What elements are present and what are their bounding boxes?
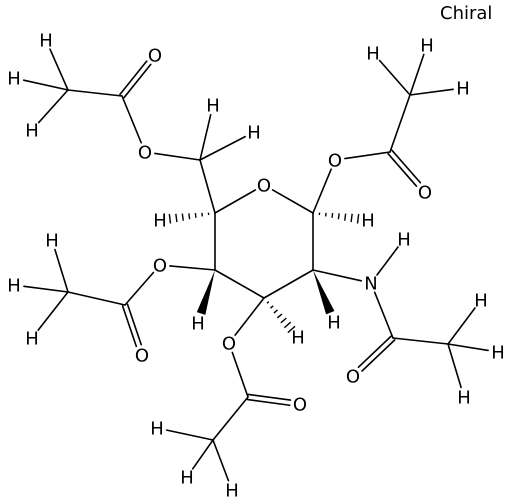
atom-label-h15: H <box>191 314 205 335</box>
bond-C3-O3 <box>234 297 265 336</box>
bond-O4-C4a <box>124 271 155 306</box>
atom-label-O4b: O <box>135 346 149 367</box>
bond-C3m-h22 <box>191 439 214 470</box>
bond-C3a-O3b-a <box>246 398 291 407</box>
bond-C3a-C3m <box>212 396 249 441</box>
atom-label-h3: H <box>25 121 39 142</box>
atom-label-O6b: O <box>148 46 162 67</box>
bond-C6-h5 <box>199 135 246 161</box>
bond-C4m-h14 <box>37 291 69 331</box>
bond-C1m-h6 <box>378 59 411 96</box>
atom-label-h2: H <box>7 69 21 90</box>
atom-label-h9: H <box>153 211 167 232</box>
bond-C6a-O6b-a <box>123 63 152 99</box>
bonds-layer <box>22 48 489 482</box>
bond-C4a-O4b-b <box>126 303 143 346</box>
atom-label-h18: H <box>474 291 488 312</box>
bond-C6a-C6m <box>67 89 123 97</box>
bond-C4m-h12 <box>54 248 69 293</box>
bond-C3-h16-hash <box>266 301 296 334</box>
bond-Ca-Cam <box>392 337 449 345</box>
bond-Ca-Oa-b <box>361 339 396 372</box>
atom-label-O1: O <box>328 151 342 172</box>
bond-N-Ca <box>373 291 394 339</box>
atom-label-h22: H <box>180 468 194 489</box>
atom-label-h13: H <box>7 276 21 297</box>
atom-label-h17: H <box>327 313 341 334</box>
atom-label-N: N <box>364 274 377 295</box>
atom-label-h8: H <box>456 79 470 100</box>
bond-C1-O1 <box>312 168 332 214</box>
bond-Or-C5 <box>214 189 257 214</box>
atom-label-O3b: O <box>293 395 307 416</box>
bond-C5-h9-hash <box>168 212 210 224</box>
atom-label-h12: H <box>45 231 59 252</box>
atom-label-O1b: O <box>418 183 432 204</box>
bond-C1m-h8 <box>409 88 454 96</box>
atom-label-h5: H <box>247 123 261 144</box>
bond-C6-h4 <box>199 113 212 161</box>
atom-label-h6: H <box>366 44 380 65</box>
atom-label-O6: O <box>138 143 152 164</box>
atom-label-Oa: O <box>346 367 360 388</box>
bond-C4a-O4b-a <box>121 305 138 348</box>
bond-C4a-C4m <box>67 291 126 306</box>
bond-C3-C2 <box>263 269 314 299</box>
bond-C6m-h3 <box>37 89 69 124</box>
bond-Cam-h20 <box>447 343 462 389</box>
bond-C4-C3 <box>214 269 265 299</box>
bond-C1a-C1m <box>389 94 411 153</box>
bond-C3m-h23 <box>212 439 230 482</box>
atom-label-h23: H <box>225 481 239 502</box>
bond-O3-C3a <box>231 351 249 398</box>
bond-Cam-h19 <box>447 343 489 352</box>
atom-label-O4: O <box>153 256 167 277</box>
bond-O1-C1a <box>344 151 391 160</box>
atom-label-h4: H <box>206 96 220 117</box>
bond-O6-C6a <box>121 95 143 144</box>
bond-C6a-O6b-b <box>119 60 148 96</box>
bond-C5-C6 <box>199 159 216 214</box>
bond-C2-N <box>312 269 363 282</box>
atom-label-h1: H <box>39 31 53 52</box>
bond-C3a-O3b-b <box>247 393 292 401</box>
atom-label-h14: H <box>25 329 39 350</box>
bond-N-h11 <box>376 246 399 276</box>
atom-label-Or: O <box>257 176 271 197</box>
atom-label-h10: H <box>361 211 375 232</box>
bond-C6m-h2 <box>22 79 69 91</box>
bond-C1-Or <box>271 189 314 214</box>
bond-C1m-h7 <box>409 53 425 96</box>
bond-Cam-h18 <box>447 307 476 345</box>
bond-C1-h10-hash <box>318 212 360 224</box>
atom-label-O3: O <box>222 334 236 355</box>
atom-label-h16: H <box>291 328 305 349</box>
bond-Ca-Oa-a <box>357 335 393 369</box>
atom-label-h20: H <box>457 388 471 409</box>
atom-label-h19: H <box>491 343 505 364</box>
bond-C6-O6 <box>154 152 201 161</box>
atom-label-h7: H <box>420 36 434 57</box>
bond-C1a-O1b-b <box>391 149 422 184</box>
bond-C2-h17-wedge <box>313 270 335 315</box>
bond-C4-h15-wedge <box>196 270 215 315</box>
chiral-label: Chiral <box>440 3 492 24</box>
bond-C4m-h13 <box>23 285 69 293</box>
atom-label-h11: H <box>397 230 411 251</box>
bond-C4-O4 <box>169 265 216 271</box>
bond-C6m-h1 <box>49 48 69 91</box>
bond-C3m-h21 <box>165 429 214 441</box>
bond-C1a-O1b-a <box>387 152 418 187</box>
atom-label-h21: H <box>150 419 164 440</box>
